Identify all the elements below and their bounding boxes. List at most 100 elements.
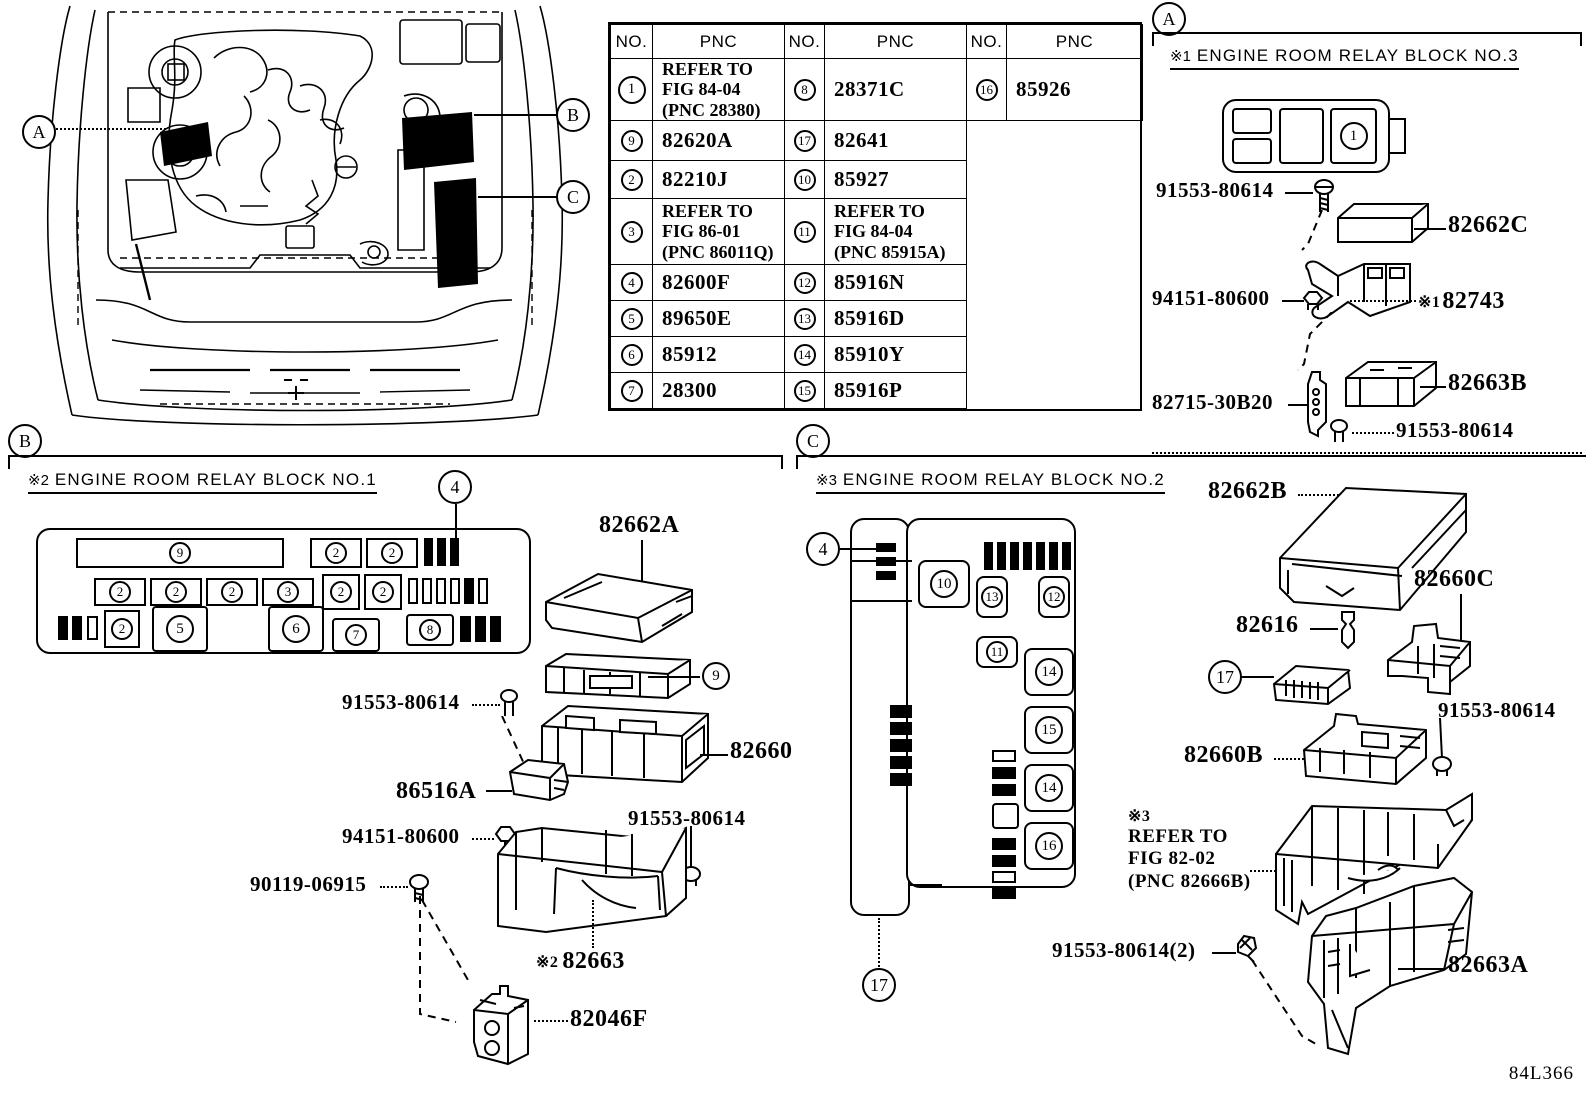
label-82660b: 82660B [1184, 742, 1264, 768]
car-callout-b: B [556, 98, 590, 132]
relay-no2-slot-14a: 14 [1024, 648, 1074, 696]
relay-no2-slot-blank [992, 803, 1019, 829]
label-82616: 82616 [1236, 612, 1299, 638]
relay-no1-item-2f: 2 [330, 581, 352, 603]
label-82663-group: ※2 82663 [536, 948, 625, 975]
highlight-region-a [160, 122, 212, 166]
relay-no2-slot-12: 12 [1038, 576, 1070, 618]
relay-no1-item-2g: 2 [372, 581, 394, 603]
relay-block-no3-slot-2 [1232, 138, 1272, 164]
relay-no1-fuse-r2-5 [464, 578, 474, 604]
relay-no2-item-14a: 14 [1035, 658, 1063, 686]
pnc-value-16: 85926 [1016, 76, 1071, 101]
pnc-value-15: 85916P [834, 377, 903, 402]
highlight-region-c [434, 178, 478, 288]
dashed-connector-a1 [1301, 210, 1323, 251]
relay-no2-item-13: 13 [981, 586, 1003, 608]
screw-icon-a1 [1314, 179, 1334, 212]
bracket-82743-icon [1305, 260, 1411, 320]
row-pnc-9: 82620A [652, 120, 785, 161]
leader-82715 [1288, 404, 1308, 406]
pnc-value-4: 82600F [662, 269, 731, 294]
item-number-17: 17 [793, 129, 816, 152]
relay-no2-slot-10: 10 [918, 560, 970, 608]
section-a-star: ※1 [1170, 48, 1191, 65]
part-82663-icon [497, 826, 687, 934]
row-no-2: 2 [610, 160, 653, 199]
screw-icon-a2 [1330, 419, 1348, 442]
label-82046f: 82046F [570, 1006, 648, 1032]
label-refer-fig8202-group: ※3 REFER TO FIG 82-02 (PNC 82666B) [1128, 806, 1251, 893]
pnc-value-10: 85927 [834, 166, 889, 191]
label-91553-80614-c1: 91553-80614 [1438, 698, 1556, 722]
connector-item17-icon [1272, 664, 1352, 706]
row-no-3: 3 [610, 198, 653, 265]
row-no-17: 17 [784, 120, 825, 161]
item-number-5: 5 [620, 307, 643, 330]
dashed-connector-a2 [1297, 312, 1333, 371]
part-86516a-icon [508, 758, 570, 802]
row-no-10: 10 [784, 160, 825, 199]
label-94151-80600-b: 94151-80600 [342, 824, 460, 848]
leader-90119 [380, 886, 408, 888]
dashed-connector-b2 [421, 899, 469, 981]
relay-no2-fuse-l5 [890, 773, 912, 786]
relay-no1-fuse-r1-2 [437, 538, 446, 566]
label-91553-80614-a: 91553-80614 [1156, 178, 1274, 202]
label-82662c: 82662C [1448, 212, 1529, 238]
row-pnc-12: 85916N [824, 264, 967, 301]
item-number-7: 7 [620, 379, 643, 402]
cover-82662c-icon [1337, 203, 1429, 243]
pnc-table: NO. PNC NO. PNC NO. PNC 1 REFER TO FIG 8… [608, 22, 1143, 411]
relay-no1-fuse-r2-2 [422, 578, 432, 604]
row-no-13: 13 [784, 300, 825, 337]
row-pnc-8: 28371C [824, 58, 967, 121]
row-pnc-3: REFER TO FIG 86-01 (PNC 86011Q) [652, 198, 785, 265]
relay-no2-fuse-r4 [1023, 542, 1032, 570]
section-a-marker: A [1152, 2, 1186, 36]
row-pnc-14: 85910Y [824, 336, 967, 373]
label-90119-06915: 90119-06915 [250, 872, 367, 896]
relay-block-no3-slot-3 [1279, 108, 1324, 164]
relay-no2-fuse-m6 [992, 871, 1016, 883]
item-number-9: 9 [620, 129, 643, 152]
pnc-value-8: 28371C [834, 76, 905, 101]
relay-no2-fuse-t2 [876, 557, 896, 566]
label-91553-80614-b1: 91553-80614 [342, 690, 460, 714]
relay-no2-fuse-m3 [992, 784, 1016, 796]
relay-no2-item-16: 16 [1035, 832, 1063, 860]
label-94151-80600-a: 94151-80600 [1152, 286, 1270, 310]
leader-82663b [1420, 386, 1446, 388]
row-no-1: 1 [610, 58, 653, 121]
relay-no1-item-3: 3 [277, 581, 299, 603]
label-82743-group: ※1 82743 [1418, 288, 1505, 315]
relay-no1-item-2e: 2 [221, 581, 243, 603]
pnc-value-17: 82641 [834, 127, 889, 152]
row-no-14: 14 [784, 336, 825, 373]
relay-no2-strip-div2 [850, 600, 912, 602]
relay-no2-fuse-r2 [997, 542, 1006, 570]
relay-no1-fuse-r2-1 [408, 578, 418, 604]
relay-no2-item-10: 10 [930, 570, 958, 598]
relay-no1-slot-6: 6 [268, 606, 324, 652]
label-refer-text: REFER TO FIG 82-02 (PNC 82666B) [1128, 826, 1251, 892]
relay-no1-item-2c: 2 [109, 581, 131, 603]
leader-82743 [1350, 300, 1416, 302]
relay-no1-slot-7: 7 [332, 618, 380, 652]
relay-no1-slot-5: 5 [152, 606, 208, 652]
header-no-3: NO. [966, 24, 1007, 59]
row-pnc-17: 82641 [824, 120, 967, 161]
callout-item-17-c: 17 [1208, 660, 1242, 694]
row-pnc-1: REFER TO FIG 84-04 (PNC 28380) [652, 58, 785, 121]
section-a-divider [1152, 452, 1582, 454]
row-pnc-11: REFER TO FIG 84-04 (PNC 85915A) [824, 198, 967, 265]
item-number-12: 12 [793, 271, 816, 294]
item-number-1: 1 [617, 75, 646, 104]
leader-94151-a [1282, 300, 1304, 302]
callout-item-9: 9 [702, 662, 730, 690]
relay-no1-item-2d: 2 [165, 581, 187, 603]
tray-82663b-icon [1345, 361, 1437, 407]
part-tray-82666b-icon [1275, 792, 1473, 926]
section-b-callout-4-leader [455, 504, 457, 540]
leader-82660c [1460, 594, 1462, 642]
